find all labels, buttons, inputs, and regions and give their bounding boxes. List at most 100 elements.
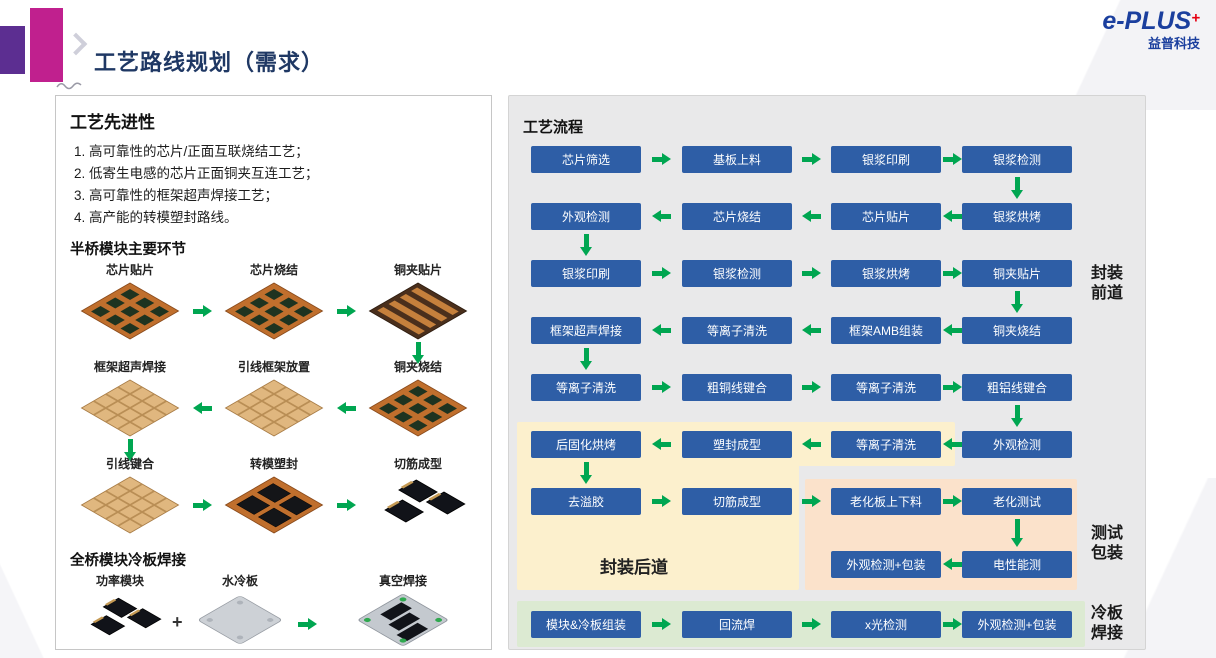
arrow-down-icon xyxy=(580,462,593,484)
flow-step: 模块&冷板组装 xyxy=(531,611,641,638)
arrow-left-icon xyxy=(943,210,962,223)
flow-step: 等离子清洗 xyxy=(831,374,941,401)
flow-step: 银浆印刷 xyxy=(831,146,941,173)
stage-label-package-backend: 封装后道 xyxy=(600,558,668,577)
list-item: 2. 低寄生电感的芯片正面铜夹互连工艺； xyxy=(74,165,319,181)
chevron-decoration-icon xyxy=(64,32,88,56)
page-title: 工艺路线规划（需求） xyxy=(94,49,325,75)
flow-step: 银浆检测 xyxy=(682,260,792,287)
step-label: 铜夹烧结 xyxy=(393,360,442,375)
arrow-right-icon xyxy=(652,153,671,166)
flow-step: 铜夹烧结 xyxy=(962,317,1072,344)
step-label: 芯片贴片 xyxy=(105,263,154,278)
arrow-left-icon xyxy=(193,402,212,415)
arrow-right-icon xyxy=(652,267,671,280)
trim-form-image xyxy=(363,474,473,536)
list-item: 4. 高产能的转模塑封路线。 xyxy=(74,209,238,225)
flow-step: 老化板上下料 xyxy=(831,488,941,515)
arrow-right-icon xyxy=(943,153,962,166)
flow-step: 银浆烘烤 xyxy=(962,203,1072,230)
flow-step: 芯片烧结 xyxy=(682,203,792,230)
process-step: 功率模块 xyxy=(70,574,170,649)
flow-chart: 芯片筛选 基板上料 银浆印刷 银浆检测 外观检测 芯片烧结 芯片贴片 银浆烘烤 … xyxy=(509,96,1145,649)
arrow-right-icon xyxy=(337,305,356,318)
logo-company-name: 益普科技 xyxy=(1147,35,1200,51)
power-module-image xyxy=(72,591,168,649)
process-step: 水冷板 xyxy=(190,574,290,649)
arrow-left-icon xyxy=(802,210,821,223)
arrow-left-icon xyxy=(802,324,821,337)
list-item: 3. 高可靠性的框架超声焊接工艺； xyxy=(74,187,279,203)
full-bridge-diagram: 功率模块 + 水冷板 真空焊接 xyxy=(70,574,477,650)
flow-step: 银浆烘烤 xyxy=(831,260,941,287)
stage-label-test-packaging: 测试包装 xyxy=(1090,525,1123,562)
vacuum-weld-image xyxy=(333,591,473,649)
process-advancement-panel: 工艺先进性 1. 高可靠性的芯片/正面互联烧结工艺； 2. 低寄生电感的芯片正面… xyxy=(55,95,492,650)
arrow-right-icon xyxy=(943,495,962,508)
flow-step: 塑封成型 xyxy=(682,431,792,458)
leadframe-place-image xyxy=(219,377,329,439)
flow-step: 框架超声焊接 xyxy=(531,317,641,344)
half-bridge-diagram: 芯片贴片 芯片烧结 铜夹贴片 框架超声焊接 引线框架放置 铜夹烧结 xyxy=(70,263,477,539)
squiggle-decoration xyxy=(56,82,82,90)
flow-step: 芯片贴片 xyxy=(831,203,941,230)
step-label: 功率模块 xyxy=(95,574,144,589)
flow-step: 银浆检测 xyxy=(962,146,1072,173)
arrow-left-icon xyxy=(943,438,962,451)
stage-label-cold-plate-weld: 冷板焊接 xyxy=(1090,605,1123,642)
process-step: 转模塑封 xyxy=(214,457,334,536)
process-step: 切筋成型 xyxy=(358,457,478,536)
arrow-left-icon xyxy=(652,210,671,223)
logo-brand-text: e-PLUS xyxy=(1102,7,1192,35)
arrow-right-icon xyxy=(802,381,821,394)
copper-clip-attach-image xyxy=(363,280,473,342)
process-step: 真空焊接 xyxy=(328,574,478,649)
chip-attach-image xyxy=(75,280,185,342)
process-step: 铜夹烧结 xyxy=(358,360,478,439)
frame-ultrasonic-weld-image xyxy=(75,377,185,439)
flow-step: 外观检测 xyxy=(962,431,1072,458)
cold-plate-image xyxy=(192,591,288,649)
wire-bond-image xyxy=(75,474,185,536)
flow-step: 回流焊 xyxy=(682,611,792,638)
background-decoration xyxy=(856,0,1216,110)
step-label: 引线框架放置 xyxy=(237,360,310,375)
arrow-right-icon xyxy=(802,618,821,631)
arrow-right-icon xyxy=(652,618,671,631)
process-step: 引线键合 xyxy=(70,457,190,536)
arrow-down-icon xyxy=(1011,519,1024,547)
step-label: 铜夹贴片 xyxy=(393,263,442,278)
arrow-right-icon xyxy=(193,305,212,318)
arrow-right-icon xyxy=(652,381,671,394)
chip-sinter-image xyxy=(219,280,329,342)
copper-clip-sinter-image xyxy=(363,377,473,439)
process-step: 芯片烧结 xyxy=(214,263,334,342)
flow-step: 等离子清洗 xyxy=(831,431,941,458)
arrow-down-icon xyxy=(412,342,425,365)
flow-step: 等离子清洗 xyxy=(682,317,792,344)
flow-step: 等离子清洗 xyxy=(531,374,641,401)
flow-step: 外观检测+包装 xyxy=(831,551,941,578)
step-label: 水冷板 xyxy=(221,574,258,589)
flow-step: 外观检测 xyxy=(531,203,641,230)
flow-step: 框架AMB组装 xyxy=(831,317,941,344)
flow-step: 外观检测+包装 xyxy=(962,611,1072,638)
flow-step: 后固化烘烤 xyxy=(531,431,641,458)
arrow-right-icon xyxy=(802,267,821,280)
arrow-down-icon xyxy=(580,234,593,256)
step-label: 切筋成型 xyxy=(393,457,442,472)
arrow-right-icon xyxy=(652,495,671,508)
arrow-down-icon xyxy=(1011,177,1024,199)
process-step: 框架超声焊接 xyxy=(70,360,190,439)
process-step: 铜夹贴片 xyxy=(358,263,478,342)
transfer-mold-image xyxy=(219,474,329,536)
arrow-left-icon xyxy=(652,438,671,451)
flow-step: 铜夹贴片 xyxy=(962,260,1072,287)
arrow-left-icon xyxy=(943,558,962,571)
arrow-right-icon xyxy=(298,618,317,631)
step-label: 芯片烧结 xyxy=(249,263,298,278)
process-flow-panel: 工艺流程 芯片筛选 基板上料 银浆印刷 银浆检测 外观检测 芯片烧结 芯片贴片 … xyxy=(508,95,1146,650)
flow-step: 老化测试 xyxy=(962,488,1072,515)
arrow-right-icon xyxy=(943,618,962,631)
flow-step: 银浆印刷 xyxy=(531,260,641,287)
